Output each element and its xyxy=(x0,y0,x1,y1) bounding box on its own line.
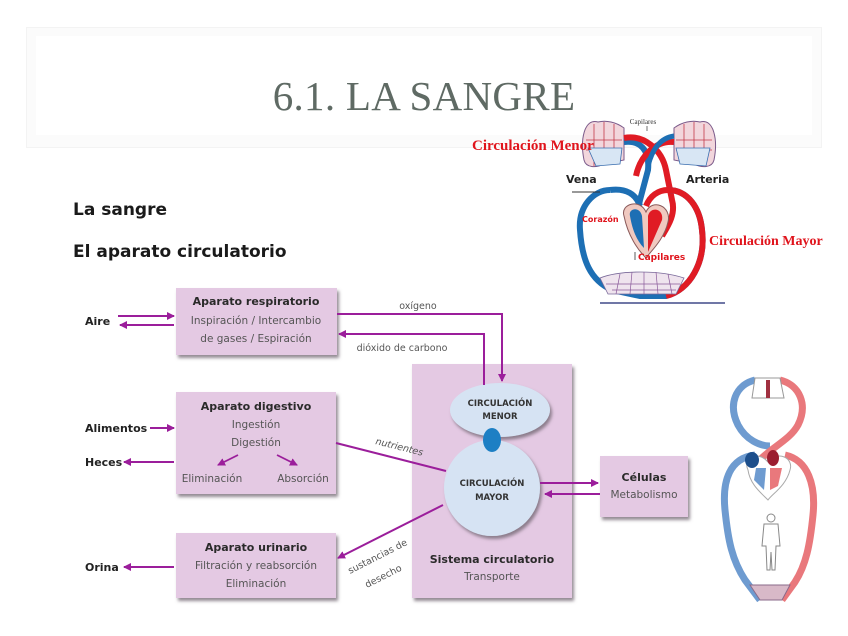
respiratory-line-2: de gases / Espiración xyxy=(200,333,311,345)
circulacion-menor-ellipse xyxy=(450,383,550,437)
capilares-top-label: Capilares xyxy=(630,118,657,126)
circulatory-title: Sistema circulatorio xyxy=(430,553,555,566)
heart-icon xyxy=(623,203,669,259)
urinary-line-1: Filtración y reabsorción xyxy=(195,560,317,572)
urinary-title: Aparato urinario xyxy=(205,541,308,554)
digestive-title: Aparato digestivo xyxy=(201,400,312,413)
heart-icon xyxy=(746,455,792,501)
capilares-bottom-label: Capilares xyxy=(638,253,685,263)
connector-node xyxy=(483,428,501,452)
cells-subtitle: Metabolismo xyxy=(610,489,677,501)
lungs-icon xyxy=(582,120,716,168)
respiratory-line-1: Inspiración / Intercambio xyxy=(191,315,321,327)
title-frame: 6.1. LA SANGRE xyxy=(26,27,822,148)
orina-label: Orina xyxy=(85,561,119,574)
aire-label: Aire xyxy=(85,315,110,328)
digestive-eliminacion: Eliminación xyxy=(182,473,242,485)
digestive-box xyxy=(176,392,336,494)
arteria-label: Arteria xyxy=(686,173,729,186)
oxigeno-arrow xyxy=(337,313,506,382)
menor-line-1: CIRCULACIÓN xyxy=(468,397,533,409)
title-panel: 6.1. LA SANGRE xyxy=(36,36,812,135)
alimentos-label: Alimentos xyxy=(85,422,148,435)
menor-line-2: MENOR xyxy=(482,412,518,422)
circulacion-mayor-circle xyxy=(444,440,540,536)
circulacion-mayor-label: Circulación Mayor xyxy=(709,234,823,249)
circulatory-subtitle: Transporte xyxy=(463,571,520,583)
dioxido-arrow xyxy=(338,330,485,385)
digestive-line-1: Ingestión xyxy=(232,419,280,431)
circulacion-menor-label: Circulación Menor xyxy=(472,138,594,154)
urinary-box xyxy=(176,533,336,598)
digestive-line-2: Digestión xyxy=(231,437,281,449)
corazon-label: Corazón xyxy=(582,214,619,224)
capillary-bed-icon xyxy=(599,271,685,295)
mayor-line-1: CIRCULACIÓN xyxy=(460,477,525,489)
respiratory-title: Aparato respiratorio xyxy=(193,295,320,308)
human-figure-icon xyxy=(761,513,781,571)
section-heading: La sangre xyxy=(73,200,167,220)
digestive-absorcion: Absorción xyxy=(277,473,329,485)
cells-box xyxy=(600,456,688,517)
mayor-line-2: MAYOR xyxy=(475,493,509,503)
heces-label: Heces xyxy=(85,456,123,469)
desecho-arrow xyxy=(337,504,444,559)
respiratory-box xyxy=(176,288,337,355)
body-circulation-illustration xyxy=(720,376,818,603)
slide-title: 6.1. LA SANGRE xyxy=(272,73,576,119)
oxigeno-label: oxígeno xyxy=(399,301,437,312)
section-subheading: El aparato circulatorio xyxy=(73,242,287,262)
vena-label: Vena xyxy=(566,173,597,186)
nutrientes-line xyxy=(335,442,447,472)
cells-title: Células xyxy=(622,471,667,484)
dioxido-label: dióxido de carbono xyxy=(357,343,448,354)
urinary-line-2: Eliminación xyxy=(226,578,286,590)
heart-circulation-illustration: Capilares Circulación Menor Vena Arteria… xyxy=(472,118,823,304)
